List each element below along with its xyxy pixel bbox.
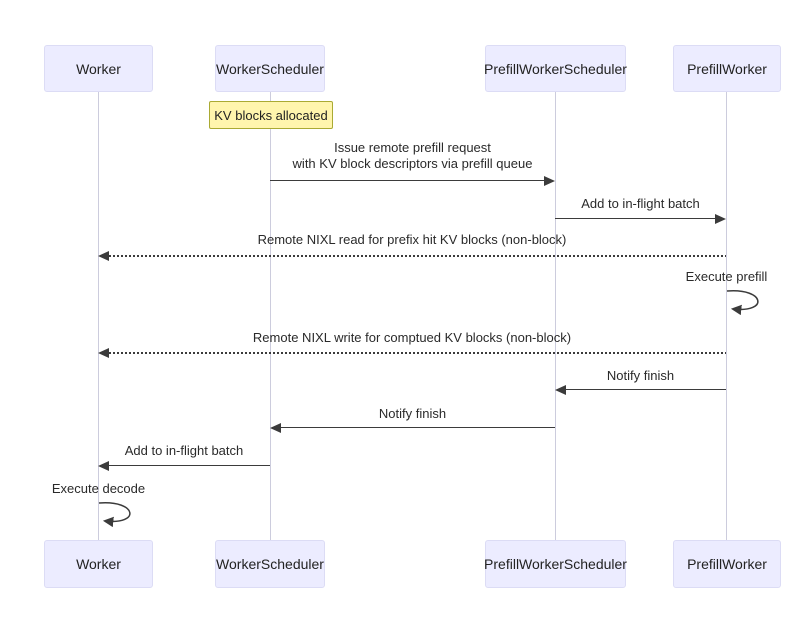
actor-worker-scheduler-bottom: WorkerScheduler [215, 540, 325, 588]
arrowhead-icon [270, 423, 281, 433]
message-line [109, 352, 726, 354]
actor-prefill-worker-bottom: PrefillWorker [673, 540, 781, 588]
lifeline-worker-scheduler [270, 92, 271, 540]
self-loop-icon [726, 290, 759, 316]
arrowhead-icon [715, 214, 726, 224]
message-label: Add to in-flight batch [581, 196, 700, 211]
lifeline-worker [98, 92, 99, 540]
self-loop-icon [98, 502, 131, 528]
actor-label: PrefillWorkerScheduler [484, 60, 627, 77]
arrowhead-icon [98, 461, 109, 471]
actor-label: Worker [76, 60, 121, 77]
actor-label: PrefillWorkerScheduler [484, 556, 627, 572]
message-label: Remote NIXL read for prefix hit KV block… [257, 232, 567, 247]
message-line [270, 180, 545, 181]
message-label: Notify finish [606, 368, 675, 383]
actor-worker-top: Worker [44, 45, 153, 92]
actor-prefill-worker-top: PrefillWorker [673, 45, 781, 92]
message-line [555, 218, 715, 219]
actor-label: Worker [76, 556, 121, 572]
actor-label: PrefillWorker [687, 60, 767, 77]
message-line [281, 427, 555, 428]
message-label: Remote NIXL write for comptued KV blocks… [252, 330, 572, 345]
lifeline-prefill-worker-scheduler [555, 92, 556, 540]
message-line [109, 465, 270, 466]
actor-label: WorkerScheduler [216, 60, 324, 77]
message-label: Issue remote prefill request with KV blo… [292, 140, 533, 171]
actor-label: WorkerScheduler [216, 556, 324, 572]
arrowhead-icon [544, 176, 555, 186]
arrowhead-icon [98, 348, 109, 358]
lifeline-prefill-worker [726, 92, 727, 540]
message-label: Notify finish [378, 406, 447, 421]
actor-label: PrefillWorker [687, 556, 767, 572]
actor-worker-bottom: Worker [44, 540, 153, 588]
message-label: Execute prefill [685, 269, 768, 284]
arrowhead-icon [98, 251, 109, 261]
note-kv-blocks-allocated: KV blocks allocated [209, 101, 333, 129]
actor-prefill-worker-scheduler-bottom: PrefillWorkerScheduler [484, 540, 627, 588]
note-label: KV blocks allocated [214, 107, 328, 123]
message-line [566, 389, 726, 390]
actor-worker-scheduler-top: WorkerScheduler [215, 45, 325, 92]
message-label: Add to in-flight batch [124, 443, 244, 458]
message-line [109, 255, 726, 257]
message-label: Execute decode [51, 481, 146, 496]
actor-prefill-worker-scheduler-top: PrefillWorkerScheduler [484, 45, 627, 92]
arrowhead-icon [555, 385, 566, 395]
